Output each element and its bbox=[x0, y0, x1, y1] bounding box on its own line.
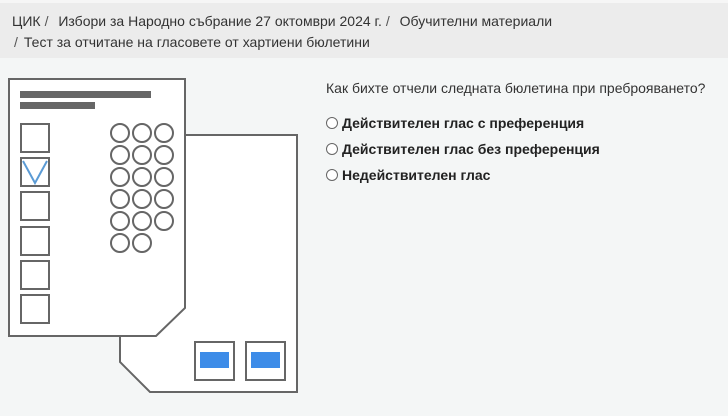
quiz-question: Как бихте отчели следната бюлетина при п… bbox=[326, 80, 706, 96]
radio-button[interactable] bbox=[326, 143, 338, 155]
option-invalid-vote[interactable]: Недействителен глас bbox=[326, 162, 600, 188]
option-label: Действителен глас без преференция bbox=[342, 141, 600, 157]
machine-bar-1 bbox=[200, 352, 229, 368]
radio-button[interactable] bbox=[326, 117, 338, 129]
preference-circles bbox=[110, 123, 174, 253]
party-checkboxes bbox=[20, 123, 50, 324]
checkmark-v-icon bbox=[22, 160, 48, 186]
radio-button[interactable] bbox=[326, 169, 338, 181]
breadcrumb: ЦИК/ Избори за Народно събрание 27 октом… bbox=[0, 3, 728, 58]
option-label: Недействителен глас bbox=[342, 167, 491, 183]
option-valid-with-preference[interactable]: Действителен глас с преференция bbox=[326, 110, 600, 136]
breadcrumb-training-materials[interactable]: Обучителни материали bbox=[399, 13, 553, 29]
machine-bar-2 bbox=[251, 352, 280, 368]
option-label: Действителен глас с преференция bbox=[342, 115, 585, 131]
top-strip bbox=[0, 0, 728, 3]
breadcrumb-separator: / bbox=[385, 13, 390, 29]
breadcrumb-elections[interactable]: Избори за Народно събрание 27 октомври 2… bbox=[58, 13, 382, 29]
breadcrumb-separator: / bbox=[14, 34, 18, 50]
answer-options: Действителен глас с преференция Действит… bbox=[326, 110, 600, 188]
option-valid-without-preference[interactable]: Действителен глас без преференция bbox=[326, 136, 600, 162]
ballot-illustration bbox=[8, 78, 298, 393]
breadcrumb-separator: / bbox=[44, 13, 49, 29]
breadcrumb-cik[interactable]: ЦИК bbox=[12, 13, 41, 29]
front-ballot bbox=[8, 78, 186, 337]
ballot-subheader-bar bbox=[20, 102, 95, 109]
ballot-header-bar bbox=[20, 91, 151, 98]
breadcrumb-current-page: Тест за отчитане на гласовете от хартиен… bbox=[23, 34, 370, 50]
